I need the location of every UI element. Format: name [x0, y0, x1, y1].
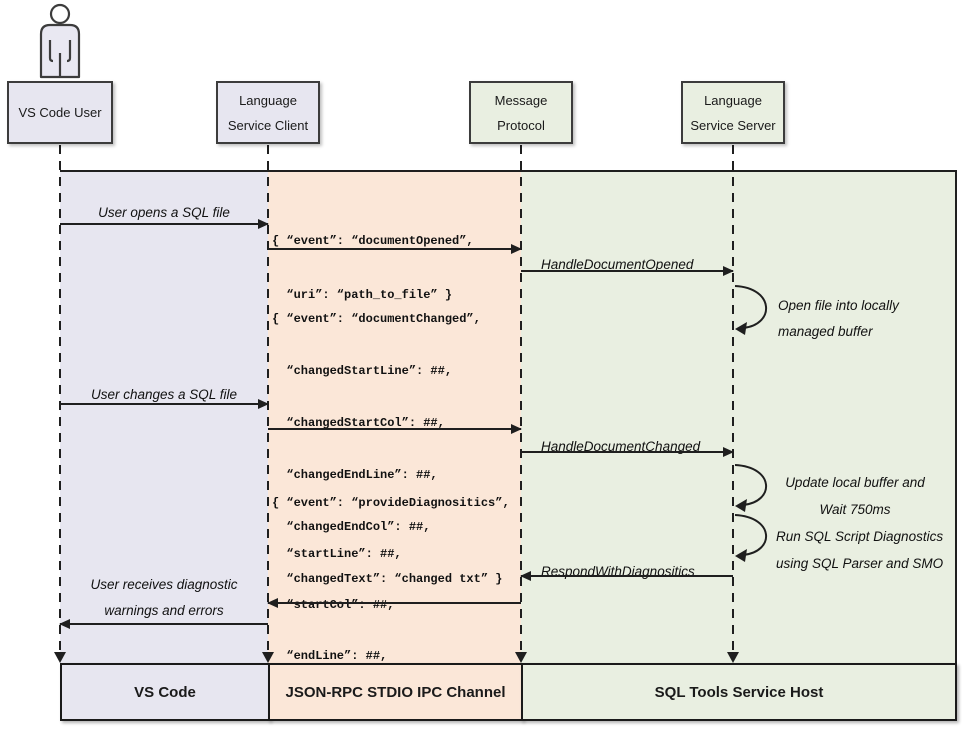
- actor-box-message-protocol: Message Protocol: [469, 81, 573, 144]
- arrow-user-receives: [59, 619, 268, 629]
- note-user-changes: User changes a SQL file: [90, 387, 238, 402]
- lifeline-server: [732, 145, 734, 652]
- arrowhead-icon: [258, 219, 269, 229]
- note-open-buffer: Open file into locally managed buffer: [778, 298, 899, 339]
- arrowhead-icon: [723, 266, 734, 276]
- actor-box-language-service-server: Language Service Server: [681, 81, 785, 144]
- payload-line: “startCol”: ##,: [272, 598, 395, 612]
- actor-label: Language: [704, 92, 762, 108]
- actor-label: Language: [239, 92, 297, 108]
- arrowhead-icon: [511, 424, 522, 434]
- arrowhead-icon: [258, 399, 269, 409]
- lane-box-sql-tools-service-host: SQL Tools Service Host: [521, 663, 957, 721]
- note-user-opens: User opens a SQL file: [98, 205, 230, 220]
- lane-top-border: [60, 170, 957, 172]
- lane-label: SQL Tools Service Host: [654, 683, 824, 701]
- arrow-respond-with-diagnositics: [520, 571, 733, 581]
- payload-line: “uri”: “path_to_file” }: [272, 288, 453, 302]
- arrow-handle-document-changed: [521, 447, 734, 457]
- lifeline-end-arrow: [727, 652, 739, 663]
- lifeline-end-arrow: [54, 652, 66, 663]
- payload-line: { “event”: “documentChanged”,: [272, 312, 481, 326]
- payload-line: “changedEndCol”: ##,: [272, 520, 431, 534]
- arrow-document-changed: [268, 424, 522, 434]
- lane-box-json-rpc: JSON-RPC STDIO IPC Channel: [268, 663, 523, 721]
- payload-line: “changedStartLine”: ##,: [272, 364, 453, 378]
- payload-line: { “event”: “documentOpened”,: [272, 234, 474, 248]
- arrowhead-icon: [59, 619, 70, 629]
- payload-document-changed: { “event”: “documentChanged”, “changedSt…: [272, 279, 502, 619]
- lane-right-border: [955, 170, 957, 663]
- lane-label: VS Code: [134, 683, 196, 701]
- arrowhead-icon: [267, 598, 278, 608]
- note-user-receives: User receives diagnostic warnings and er…: [90, 577, 238, 618]
- payload-line: “startLine”: ##,: [272, 547, 402, 561]
- arrow-user-opens: [60, 219, 269, 229]
- note-respond-with-diagnositics: RespondWithDiagnositics: [541, 564, 695, 579]
- actor-label: VS Code User: [18, 105, 102, 120]
- lane-box-vs-code: VS Code: [60, 663, 270, 721]
- payload-line: { “event”: “provideDiagnositics”,: [272, 496, 510, 510]
- payload-line: “changedStartCol”: ##,: [272, 416, 445, 430]
- actor-box-language-service-client: Language Service Client: [216, 81, 320, 144]
- actor-label: Service Client: [227, 117, 309, 133]
- payload-line: “changedText”: “changed txt” }: [272, 572, 503, 586]
- lifeline-end-arrow: [262, 652, 274, 663]
- lane-sqltools: [521, 172, 957, 663]
- arrow-handle-document-opened: [521, 266, 734, 276]
- actor-label: Protocol: [497, 117, 545, 133]
- arrowhead-icon: [520, 571, 531, 581]
- note-handle-document-changed: HandleDocumentChanged: [541, 439, 701, 454]
- actor-label: Message: [494, 92, 548, 108]
- payload-line: “endLine”: ##,: [272, 649, 388, 663]
- actor-label: Service Server: [690, 117, 776, 133]
- lifeline-client: [267, 145, 269, 652]
- lane-jsonrpc: [268, 172, 521, 663]
- lane-vscode: [60, 172, 268, 663]
- arrowhead-icon: [511, 244, 522, 254]
- lifeline-protocol: [520, 145, 522, 652]
- arrow-diagnostics-to-client: [267, 598, 521, 608]
- self-loop-run-diagnostics: [734, 514, 768, 562]
- note-handle-document-opened: HandleDocumentOpened: [541, 257, 694, 272]
- payload-document-opened: { “event”: “documentOpened”, “uri”: “pat…: [272, 200, 474, 336]
- self-loop-update-buffer: [734, 464, 768, 512]
- actor-box-vs-code-user: VS Code User: [7, 81, 113, 144]
- note-update-buffer: Update local buffer and Wait 750ms: [785, 475, 925, 517]
- lifeline-user: [59, 145, 61, 652]
- payload-line: “changedEndLine”: ##,: [272, 468, 438, 482]
- lane-label: JSON-RPC STDIO IPC Channel: [285, 683, 506, 701]
- self-loop-open-buffer: [734, 285, 768, 335]
- lifeline-end-arrow: [515, 652, 527, 663]
- person-icon: [39, 3, 81, 79]
- arrowhead-icon: [723, 447, 734, 457]
- note-run-diagnostics: Run SQL Script Diagnostics using SQL Par…: [776, 529, 944, 571]
- arrow-document-opened: [268, 244, 522, 254]
- arrow-user-changes: [60, 399, 269, 409]
